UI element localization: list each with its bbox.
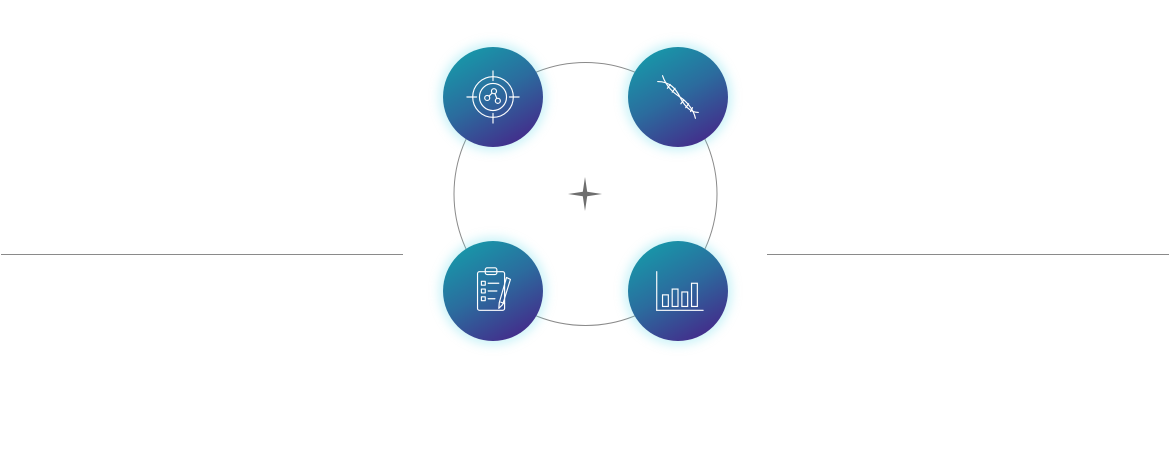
clipboard-node — [443, 241, 543, 341]
dna-icon — [657, 75, 699, 119]
left-connector-line — [1, 254, 403, 255]
four-point-star-icon — [568, 177, 602, 211]
target-molecule-node — [443, 47, 543, 147]
right-connector-line — [767, 254, 1169, 255]
target-molecule-icon — [466, 70, 520, 124]
dna-node — [628, 47, 728, 147]
bar-chart-node — [628, 241, 728, 341]
bar-chart-icon — [656, 271, 704, 311]
clipboard-checklist-icon — [476, 267, 511, 311]
